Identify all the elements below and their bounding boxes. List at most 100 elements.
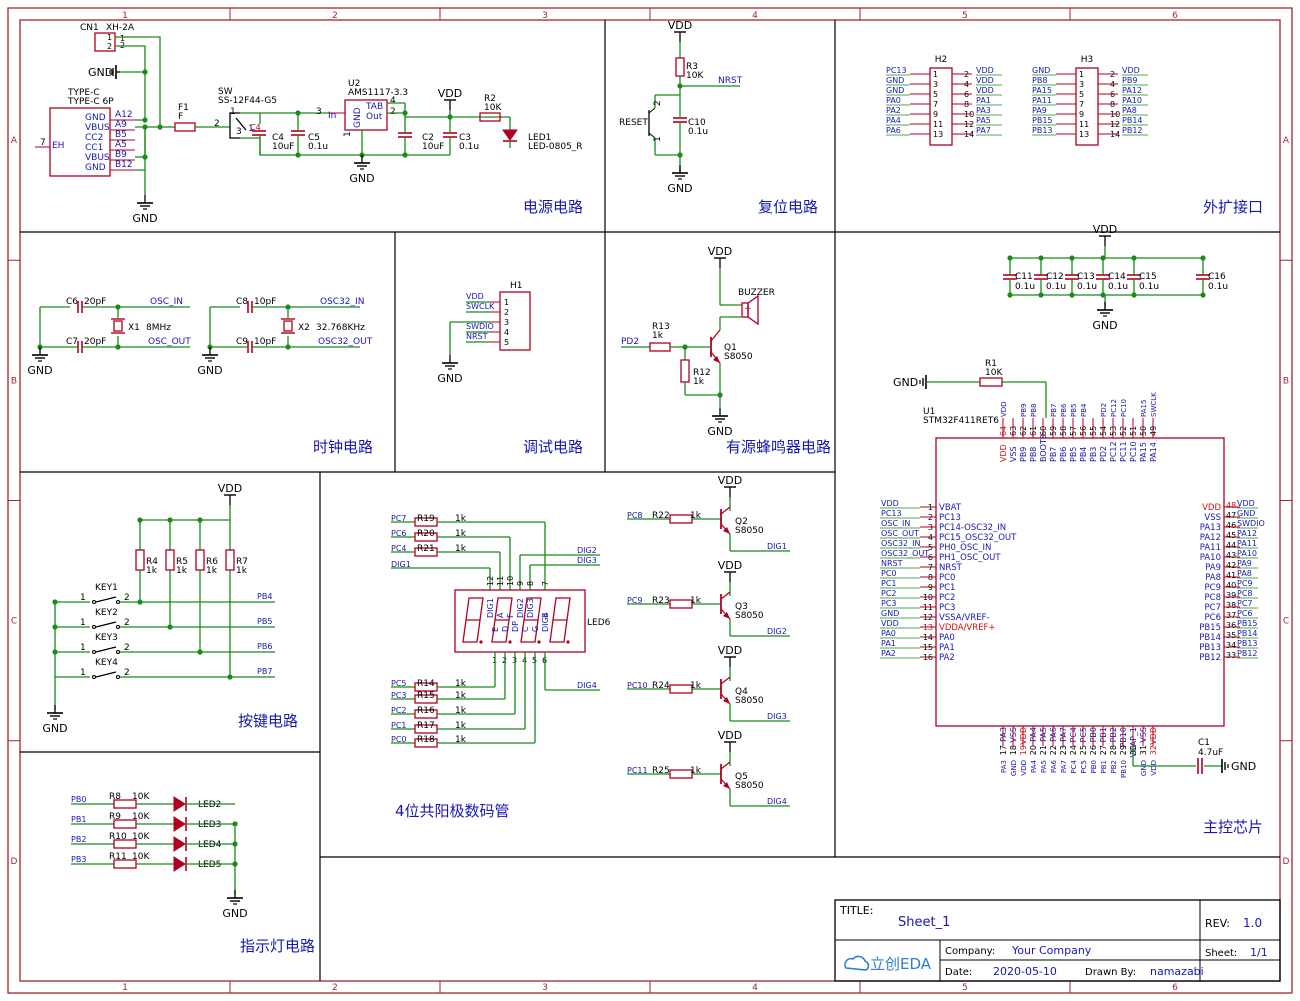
- label: namazabi: [1150, 965, 1204, 978]
- section-title-power: 电源电路: [523, 198, 583, 216]
- header-h3: [1075, 67, 1099, 146]
- gnd-label: GND: [707, 425, 732, 438]
- label: Drawn By:: [1085, 967, 1136, 978]
- label: PC10: [627, 681, 648, 690]
- label: VSS: [1204, 513, 1221, 523]
- label: PA1: [939, 643, 955, 653]
- label: XH-2A: [106, 23, 135, 33]
- junction-dot: [115, 304, 121, 310]
- wire: [135, 72, 146, 121]
- label: GND: [886, 86, 904, 95]
- label: PA0: [886, 96, 901, 105]
- vdd-label: VDD: [1093, 223, 1117, 236]
- label: 1: [504, 298, 509, 307]
- label: C2: [422, 133, 434, 143]
- label: 1: [80, 643, 86, 653]
- frame-row-label: A: [11, 136, 18, 146]
- label: Q3: [735, 602, 748, 612]
- frame-row-label: D: [1283, 857, 1290, 867]
- transistor: [720, 506, 731, 515]
- label: PC13: [881, 509, 902, 518]
- label: 10K: [132, 792, 150, 802]
- label: 29: [1119, 745, 1128, 755]
- label: 36: [1226, 621, 1236, 630]
- logo-cloud-icon: [844, 955, 870, 971]
- label: 13: [1079, 130, 1089, 139]
- label: PC2: [939, 593, 955, 603]
- label: PA14: [1149, 442, 1158, 462]
- switch-sw: [235, 117, 247, 131]
- label: PB8: [1032, 76, 1047, 85]
- segment-dp: [566, 640, 570, 644]
- label: DIG1: [486, 598, 495, 618]
- label: RESET: [619, 118, 648, 128]
- frame-row-label: A: [1283, 136, 1290, 146]
- resistor: [479, 112, 501, 122]
- label: TYPE-C: [67, 88, 100, 98]
- label: U1: [923, 407, 935, 417]
- label: 1k: [455, 529, 467, 539]
- label: PB9: [1020, 404, 1028, 417]
- label: 0.1u: [1077, 282, 1097, 292]
- label: 1k: [455, 735, 467, 745]
- frame-row-label: B: [1283, 376, 1289, 386]
- label: SWDIO: [466, 322, 494, 331]
- label: VDD: [976, 86, 994, 95]
- label: PC0: [391, 735, 407, 744]
- label: C: [521, 626, 530, 632]
- label: 1k: [690, 596, 702, 606]
- label: EH: [52, 141, 64, 151]
- label: Q5: [735, 772, 748, 782]
- label: PC12: [1110, 399, 1118, 417]
- label: PA8: [1237, 569, 1252, 578]
- logo-text: 立创EDA: [870, 955, 932, 973]
- resistor: [225, 549, 235, 571]
- key-switch: [92, 600, 96, 604]
- label: 1: [80, 668, 86, 678]
- junction-dot: [1100, 292, 1106, 298]
- label: PA2: [881, 649, 896, 658]
- label: PA0: [881, 629, 896, 638]
- vdd-label: VDD: [668, 19, 692, 32]
- label: R8: [109, 792, 121, 802]
- label: 1: [80, 618, 86, 628]
- label: 1: [230, 107, 236, 117]
- label: OSC_IN: [150, 297, 183, 307]
- label: 3: [316, 107, 322, 117]
- label: DIG4: [767, 797, 787, 806]
- label: PB6: [1059, 447, 1068, 462]
- label: DIG1: [767, 542, 787, 551]
- label: 41: [1226, 571, 1236, 580]
- label: PA8: [1122, 106, 1137, 115]
- vdd-label: VDD: [718, 729, 742, 742]
- wire: [115, 45, 146, 72]
- label: PB14: [1237, 629, 1258, 638]
- label: GND: [881, 609, 899, 618]
- key-switch: [116, 675, 120, 679]
- label: 5: [504, 338, 509, 347]
- label: PA0: [939, 633, 955, 643]
- label: 48: [1226, 501, 1236, 510]
- label: PC12: [1109, 441, 1118, 462]
- label: R6: [206, 557, 218, 567]
- label: 37: [1226, 611, 1236, 620]
- label: PC8: [1237, 589, 1253, 598]
- label: S8050: [735, 696, 764, 706]
- label: 0.1u: [1046, 282, 1066, 292]
- label: PC5: [391, 679, 407, 688]
- label: VDD: [1122, 66, 1140, 75]
- label: PA3: [976, 106, 991, 115]
- label: 21: [1039, 745, 1048, 755]
- label: PA7: [1060, 760, 1068, 773]
- key-switch: [92, 650, 96, 654]
- switch-sw: [229, 112, 240, 127]
- label: DIG4: [577, 681, 597, 690]
- label: PB5: [257, 617, 272, 626]
- label: DIG4: [541, 612, 550, 632]
- label: VBUS: [85, 123, 110, 133]
- label: In: [328, 111, 336, 121]
- label: PA9: [1032, 106, 1047, 115]
- label: PA4: [886, 116, 901, 125]
- label: PD2: [1099, 446, 1108, 462]
- label: GND: [85, 163, 106, 173]
